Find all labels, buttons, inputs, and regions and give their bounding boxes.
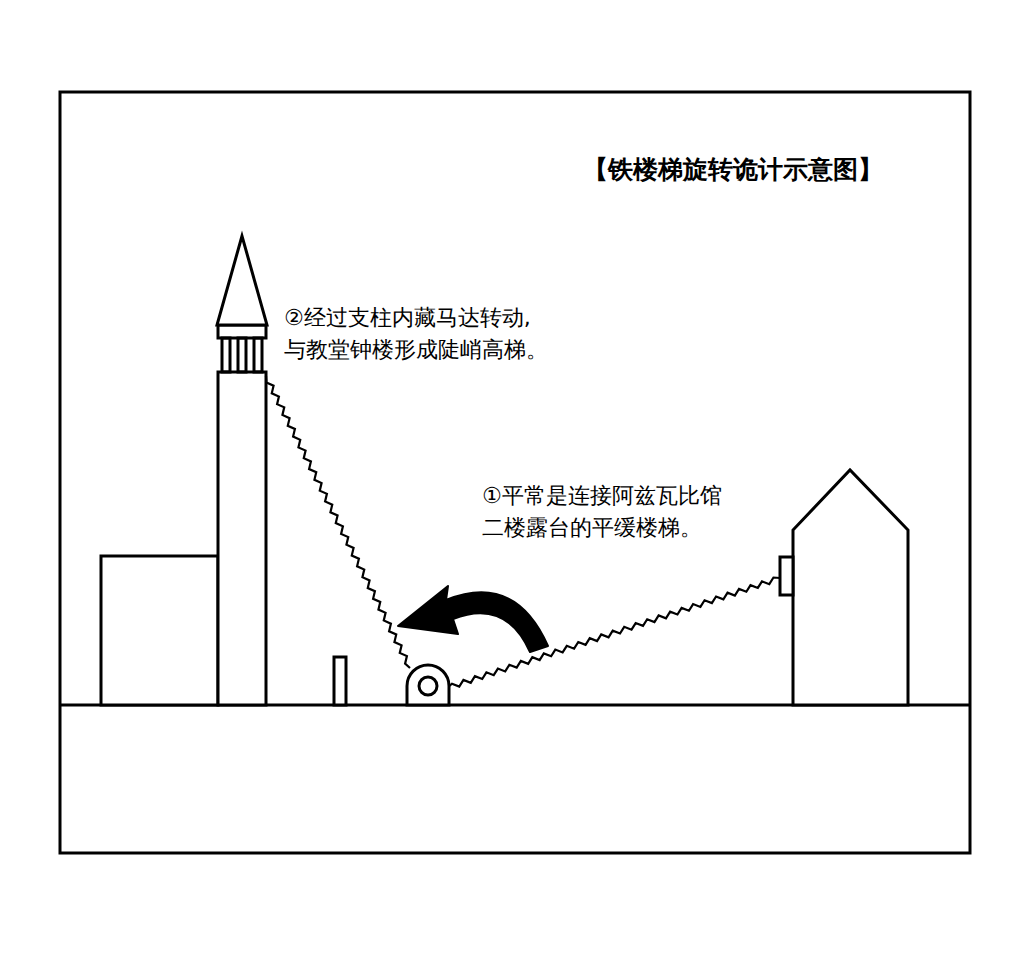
belfry-pillar <box>238 338 246 372</box>
bell-tower <box>218 372 266 705</box>
church-nave <box>101 556 218 705</box>
callout-note: ②经过支柱内藏马达转动, 与教堂钟楼形成陡峭高梯。 <box>284 302 548 366</box>
pivot-base <box>407 665 449 705</box>
belfry-pillar <box>254 338 262 372</box>
belfry-pillar <box>222 338 230 372</box>
small-post <box>334 657 346 705</box>
rotation-arrow <box>398 586 548 652</box>
azuwabi-house <box>793 470 908 705</box>
callout-note: ①平常是连接阿兹瓦比馆 二楼露台的平缓楼梯。 <box>482 480 722 544</box>
drawing <box>60 92 970 853</box>
balcony <box>780 557 793 595</box>
iron-staircase <box>266 376 410 668</box>
pivot <box>407 665 449 705</box>
diagram-title: 【铁楼梯旋转诡计示意图】 <box>583 152 883 188</box>
frame <box>60 92 970 853</box>
belfry-band <box>218 325 266 338</box>
stairs-group <box>266 376 780 688</box>
pivot-axle <box>419 677 437 695</box>
spire <box>217 236 267 325</box>
